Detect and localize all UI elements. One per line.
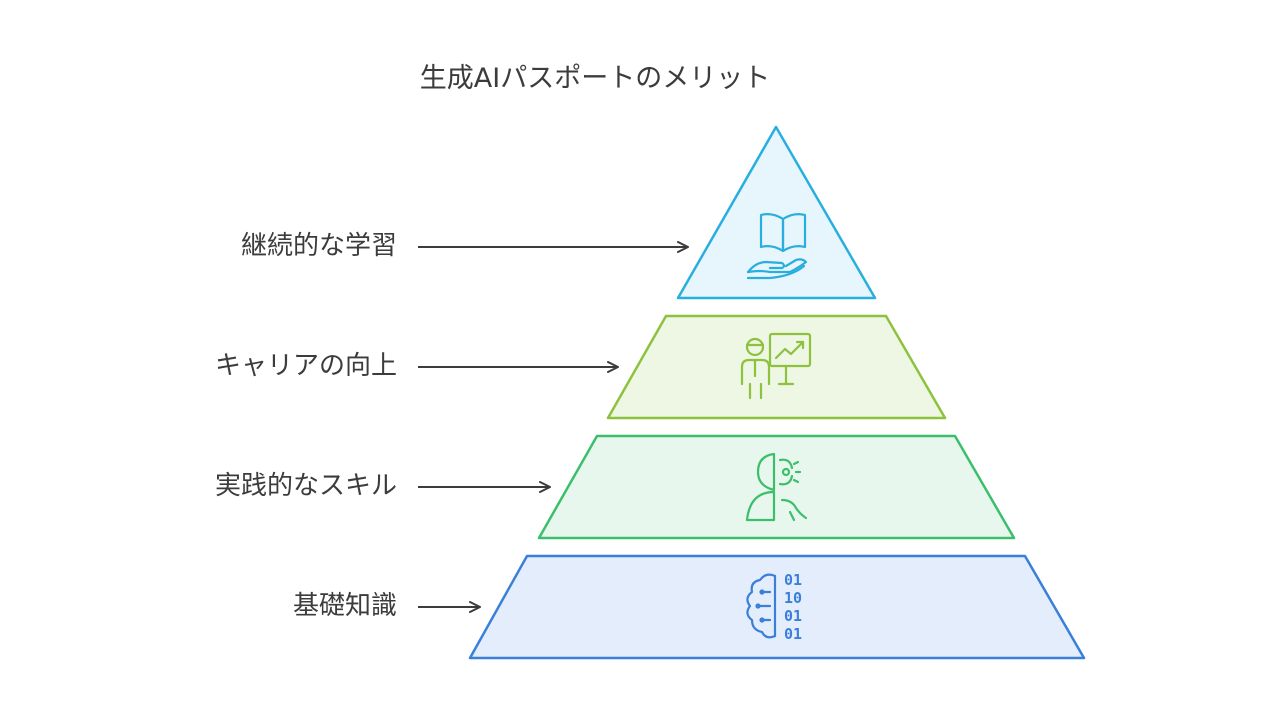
level-label-basic-knowledge: 基礎知識 — [292, 591, 397, 621]
level-label-practical-skills: 実践的なスキル — [214, 471, 397, 501]
binary-row-1: 01 — [784, 571, 802, 589]
open-book-hand-icon — [746, 213, 808, 280]
head-gear-icon — [745, 452, 808, 522]
diagram-title: 生成AIパスポートのメリット — [419, 63, 771, 94]
pyramid-level-continuous-learning — [676, 125, 877, 300]
binary-row-4: 01 — [784, 625, 802, 643]
pyramid-level-basic-knowledge — [468, 554, 1086, 660]
brain-binary-icon — [746, 573, 777, 639]
binary-digits: 01 10 01 01 — [784, 571, 802, 643]
level-label-continuous-learning: 継続的な学習 — [240, 231, 397, 261]
pyramid-level-practical-skills — [537, 434, 1016, 540]
binary-row-3: 01 — [784, 607, 802, 625]
presenter-chart-icon — [740, 332, 812, 400]
level-label-career-advancement: キャリアの向上 — [214, 351, 397, 381]
binary-row-2: 10 — [784, 589, 802, 607]
